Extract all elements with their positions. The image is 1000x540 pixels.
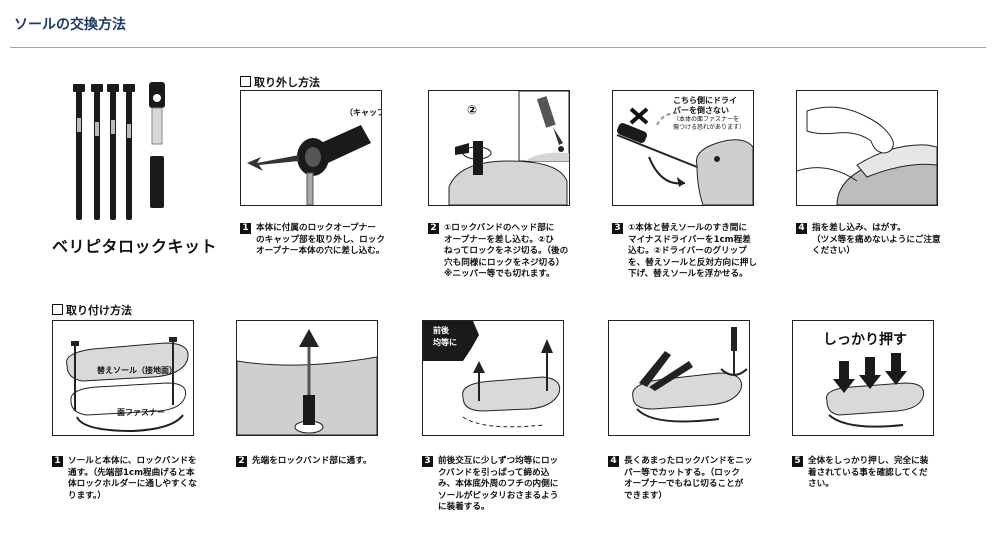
step-text: 本体に付属のロックオープナー のキャップ部を取り外し、ロック オープナー本体の穴…: [256, 223, 385, 257]
kit-name: ベリピタロックキット: [52, 237, 218, 256]
title-divider: [10, 47, 986, 48]
alternate-label-1: 前後: [433, 326, 449, 335]
step-marker-2: ②: [467, 103, 478, 117]
install-step-5: 5 全体をしっかり押し、完全に装 着されている事を確認してくだ さい。: [792, 456, 968, 491]
step-number: 1: [52, 456, 63, 467]
install-heading-text: 取り付け方法: [66, 304, 132, 317]
install-panel-4: [608, 320, 750, 436]
checkbox-icon: [240, 76, 251, 87]
install-panel-2: [236, 320, 378, 436]
warning-note: （本体の面ファスナーを 傷つける恐れがあります）: [673, 116, 746, 131]
step-number: 2: [428, 223, 439, 234]
step-number: 4: [608, 456, 619, 467]
step-text: 指を差し込み、はがす。 （ツメ等を痛めないようにご注意 ください）: [812, 223, 941, 257]
removal-step-2: 2 ①ロックバンドのヘッド部に オープナーを差し込む。②ひ ねってロックをネジ切…: [428, 223, 604, 281]
step-text: ①ロックバンドのヘッド部に オープナーを差し込む。②ひ ねってロックをネジ切る。…: [444, 223, 569, 280]
removal-panel-3: こちら側にドライ バーを倒さない （本体の面ファスナーを 傷つける恐れがあります…: [612, 90, 754, 206]
removal-heading-text: 取り外し方法: [254, 76, 320, 89]
step-number: 4: [796, 223, 807, 234]
install-panel-3: 前後 均等に: [422, 320, 564, 436]
step-text: 全体をしっかり押し、完全に装 着されている事を確認してくだ さい。: [808, 456, 929, 490]
install-step-4: 4 長くあまったロックバンドをニッ パー等でカットする。（ロック オープナーでも…: [608, 456, 784, 502]
removal-step-4: 4 指を差し込み、はがす。 （ツメ等を痛めないようにご注意 ください）: [796, 223, 972, 258]
step-text: 先端をロックバンド部に通す。: [252, 456, 372, 466]
removal-heading: 取り外し方法: [240, 74, 320, 90]
removal-panel-1: （キャップ）: [240, 90, 382, 206]
step-text: ソールと本体に、ロックバンドを 通す。（先端部1cm程曲げると本 体ロックホルダ…: [68, 456, 197, 501]
install-panel-1: 替えソール（接地面） 面ファスナー: [52, 320, 194, 436]
install-panel-5: しっかり押す: [792, 320, 934, 436]
install-heading: 取り付け方法: [52, 302, 132, 318]
step-number: 1: [240, 223, 251, 234]
press-label: しっかり押す: [823, 332, 907, 348]
install-step-3: 3 前後交互に少しずつ均等にロッ クバンドを引っぱって締め込 み、本体底外周のフ…: [422, 456, 598, 514]
cap-label: （キャップ）: [345, 108, 381, 117]
removal-panel-4: [796, 90, 938, 206]
removal-step-3: 3 ①本体と替えソールのすき間に マイナスドライバーを1cm程差 込む。②ドライ…: [612, 223, 788, 281]
step-text: 前後交互に少しずつ均等にロッ クバンドを引っぱって締め込 み、本体底外周のフチの…: [438, 456, 559, 513]
removal-step-1: 1 本体に付属のロックオープナー のキャップ部を取り外し、ロック オープナー本体…: [240, 223, 416, 258]
alternate-label-2: 均等に: [433, 338, 457, 347]
warning-line-2: バーを倒さない: [673, 106, 729, 115]
step-number: 5: [792, 456, 803, 467]
checkbox-icon: [52, 304, 63, 315]
step-text: ①本体と替えソールのすき間に マイナスドライバーを1cm程差 込む。②ドライバー…: [628, 223, 757, 280]
lock-kit-illustration: [73, 82, 165, 220]
install-step-1: 1 ソールと本体に、ロックバンドを 通す。（先端部1cm程曲げると本 体ロックホ…: [52, 456, 228, 502]
step-number: 3: [612, 223, 623, 234]
page-title: ソールの交換方法: [14, 17, 126, 33]
step-text: 長くあまったロックバンドをニッ パー等でカットする。（ロック オープナーでもねじ…: [624, 456, 753, 501]
sole-label: 替えソール（接地面）: [97, 366, 177, 375]
step-number: 3: [422, 456, 433, 467]
step-number: 2: [236, 456, 247, 467]
fastener-label: 面ファスナー: [117, 408, 165, 417]
install-step-2: 2 先端をロックバンド部に通す。: [236, 456, 412, 468]
warning-line-1: こちら側にドライ: [673, 96, 737, 105]
removal-panel-2: ② ①: [428, 90, 570, 206]
